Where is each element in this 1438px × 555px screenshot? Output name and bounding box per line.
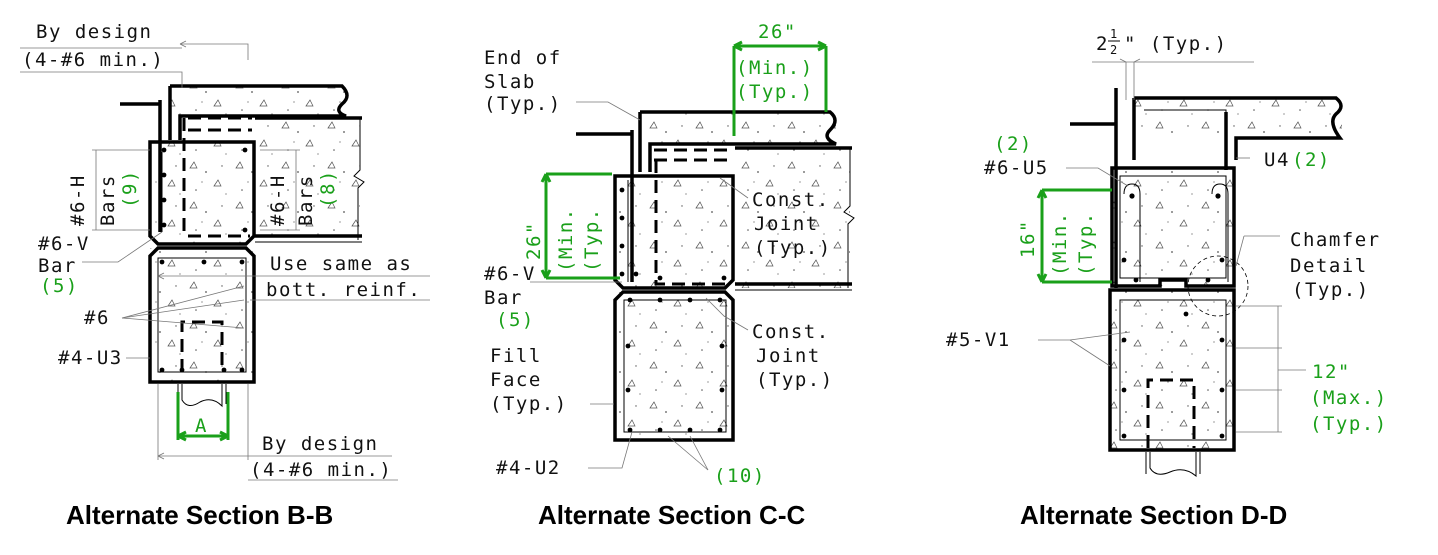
label-min-top: (Min.)	[736, 57, 814, 79]
label-min-top: (4-#6 min.)	[22, 49, 164, 71]
label-typ-fill: (Typ.)	[490, 393, 568, 415]
label-v-bar-word: Bar	[38, 255, 77, 277]
label-u4: U4	[1264, 149, 1290, 171]
label-count-right: (8)	[317, 169, 339, 208]
label-face: Face	[490, 369, 542, 391]
section-b-b: By design (4-#6 min.) #6-H Bars (9) #6-H…	[20, 21, 430, 530]
label-max12: (Max.)	[1310, 387, 1388, 409]
section-d-d: 2 1 2 " (Typ.) (2) #6-U5 U4 (2) 16" (Min…	[946, 27, 1388, 530]
label-use-same: Use same as	[270, 253, 412, 275]
label-dim-16: 16"	[1017, 219, 1039, 258]
dim-26-top	[732, 40, 828, 136]
label-typ-top: (Typ.)	[736, 81, 814, 103]
label-chamfer: Chamfer	[1290, 229, 1381, 251]
label-min16: (Min.	[1049, 211, 1071, 276]
label-min-left: (Min.	[555, 207, 577, 272]
label-count-left: (9)	[119, 169, 141, 208]
label-by-design-top: By design	[36, 21, 152, 43]
label-u3: #4-U3	[58, 347, 123, 369]
slab-d	[1132, 96, 1344, 170]
label-typ2: (Typ.)	[756, 369, 834, 391]
label-bott-reinf: bott. reinf.	[266, 279, 421, 301]
label-joint1: Joint	[754, 213, 819, 235]
label-dim-26-top: 26"	[758, 21, 797, 43]
dim-16	[1036, 188, 1112, 284]
label-by-design-bottom: By design	[262, 433, 378, 455]
dims-d	[1038, 58, 1306, 433]
upper-block-b	[120, 100, 256, 246]
dim-a	[176, 392, 230, 442]
label-h-bars-left: #6-H	[67, 174, 89, 226]
pile-d	[1145, 452, 1201, 478]
dim-26-left	[540, 172, 620, 280]
label-no6: #6	[84, 307, 110, 329]
label-const2: Const.	[752, 321, 830, 343]
dims-b	[20, 40, 430, 481]
label-v1: #5-V1	[946, 329, 1011, 351]
label-count2b: (2)	[1292, 149, 1331, 171]
label-v-bar-word: Bar	[484, 287, 523, 309]
label-u2: #4-U2	[496, 457, 561, 479]
slab-b	[168, 84, 349, 140]
label-min-bottom: (4-#6 min.)	[250, 459, 392, 481]
label-detail: Detail	[1290, 255, 1368, 277]
lower-block-c	[613, 290, 735, 442]
label-v-bar: #6-V	[38, 233, 90, 255]
label-typ1: (Typ.)	[754, 237, 832, 259]
label-const1: Const.	[752, 189, 830, 211]
label-dim-2half: 2	[1096, 33, 1109, 55]
pile-b	[177, 384, 227, 408]
label-slab: Slab	[484, 71, 536, 93]
section-title-c-c: Alternate Section C-C	[538, 500, 805, 530]
label-typ12: (Typ.)	[1310, 413, 1388, 435]
label-typ-2half: " (Typ.)	[1124, 33, 1228, 55]
label-half-num: 1	[1110, 27, 1119, 41]
label-dim-26-left: 26"	[523, 221, 545, 260]
label-fill: Fill	[490, 345, 542, 367]
label-v-count: (5)	[496, 309, 535, 331]
label-joint2: Joint	[756, 345, 821, 367]
section-title-d-d: Alternate Section D-D	[1020, 500, 1287, 530]
label-typ-slab: (Typ.)	[484, 93, 562, 115]
beam-c	[735, 146, 855, 291]
label-v-count: (5)	[40, 275, 79, 297]
label-typ-left: (Typ.	[581, 207, 603, 272]
label-count10: (10)	[714, 465, 766, 487]
slab-c	[638, 110, 837, 172]
chamfer-circle	[1187, 255, 1249, 317]
label-v-bar: #6-V	[484, 263, 536, 285]
label-typ16: (Typ.	[1075, 211, 1097, 276]
label-dim-a: A	[195, 415, 208, 437]
section-title-b-b: Alternate Section B-B	[66, 500, 333, 530]
lower-block-d	[1108, 288, 1236, 452]
label-typ-chamfer: (Typ.)	[1292, 279, 1370, 301]
section-c-c: 26" (Min.) (Typ.) End of Slab (Typ.) 26"…	[484, 21, 855, 530]
label-h-bars-right: #6-H	[267, 174, 289, 226]
label-dim-12: 12"	[1312, 361, 1351, 383]
upper-block-c	[576, 130, 735, 290]
label-end-of: End of	[484, 47, 562, 69]
label-bars-left: Bars	[97, 174, 119, 226]
upper-block-d	[1070, 88, 1236, 288]
dims-c	[530, 101, 749, 471]
label-u5: #6-U5	[984, 157, 1049, 179]
label-half-den: 2	[1110, 43, 1119, 57]
label-bars-right: Bars	[295, 174, 317, 226]
beam-b	[255, 116, 365, 243]
label-count2a: (2)	[994, 133, 1033, 155]
lower-block-b	[148, 246, 256, 384]
